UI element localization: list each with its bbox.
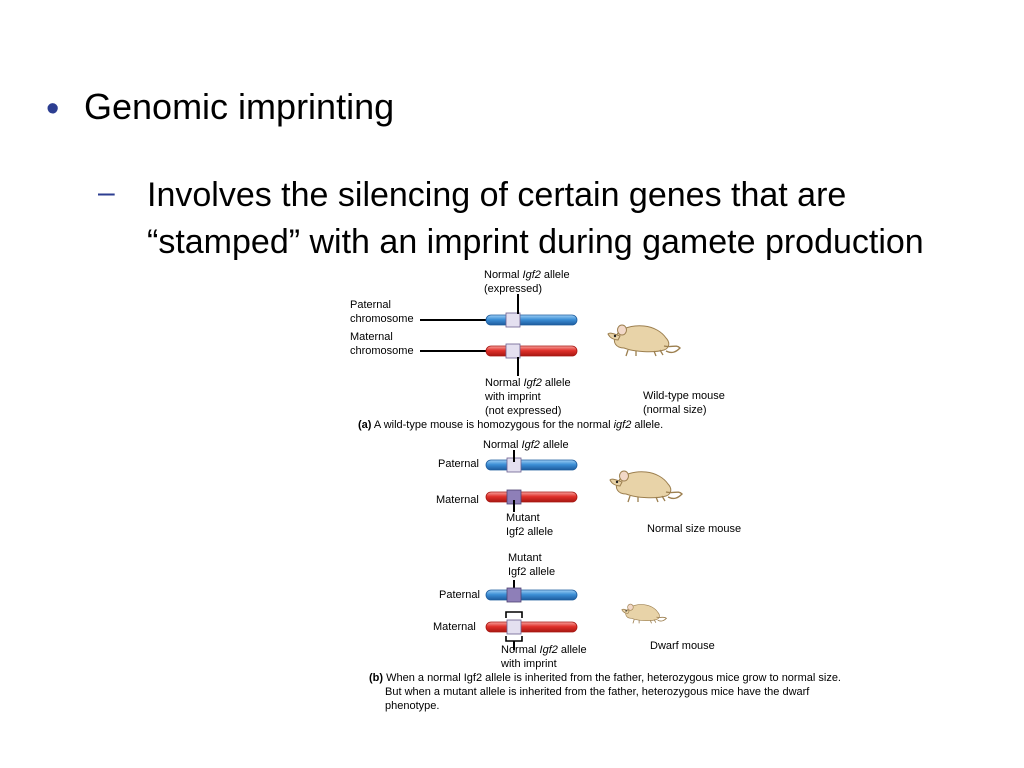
b-caption: (b) When a normal Igf2 allele is inherit… — [369, 672, 841, 712]
bullet-marker: • — [46, 88, 60, 130]
a-mouse-label: Wild-type mouse(normal size) — [643, 390, 725, 416]
a-caption: (a) A wild-type mouse is homozygous for … — [358, 419, 664, 431]
mutant-allele-b2-paternal — [506, 587, 522, 603]
a-top-allele-label: Normal Igf2 allele (expressed) — [484, 269, 570, 295]
b2-paternal-label: Paternal — [439, 589, 480, 601]
maternal-chromosome-b2 — [485, 621, 578, 633]
wild-type-mouse-icon — [607, 324, 681, 357]
normal-allele-a-paternal — [505, 312, 521, 328]
imprint-bracket-top — [505, 611, 523, 618]
b1-paternal-label: Paternal — [438, 458, 479, 470]
imprinted-allele-b2-maternal — [506, 619, 522, 635]
b1-maternal-label: Maternal — [436, 494, 479, 506]
slide-heading: Genomic imprinting — [84, 86, 395, 127]
maternal-chromosome-b1 — [485, 491, 578, 503]
b2-mouse-label: Dwarf mouse — [650, 640, 715, 652]
paternal-chromosome-b2 — [485, 589, 578, 601]
b1-mouse-label: Normal size mouse — [647, 523, 742, 535]
a-bottom-allele-label: Normal Igf2 allele with imprint (not exp… — [485, 377, 571, 417]
paternal-chromosome-a — [485, 314, 578, 326]
imprinted-allele-a-maternal — [505, 343, 521, 359]
b1-top-allele-label: Normal Igf2 allele — [483, 439, 569, 451]
dwarf-mouse-icon — [621, 603, 667, 624]
sub-bullet-text: Involves the silencing of certain genes … — [147, 176, 924, 261]
b2-bottom-allele-label: Normal Igf2 allele with imprint — [501, 644, 587, 670]
b2-maternal-label: Maternal — [433, 621, 476, 633]
imprint-bracket-bottom — [505, 636, 523, 642]
sub-bullet-dash: – — [98, 176, 115, 209]
normal-size-mouse-icon — [609, 470, 683, 503]
paternal-chromosome-b1 — [485, 459, 578, 471]
maternal-chromosome-a — [485, 345, 578, 357]
